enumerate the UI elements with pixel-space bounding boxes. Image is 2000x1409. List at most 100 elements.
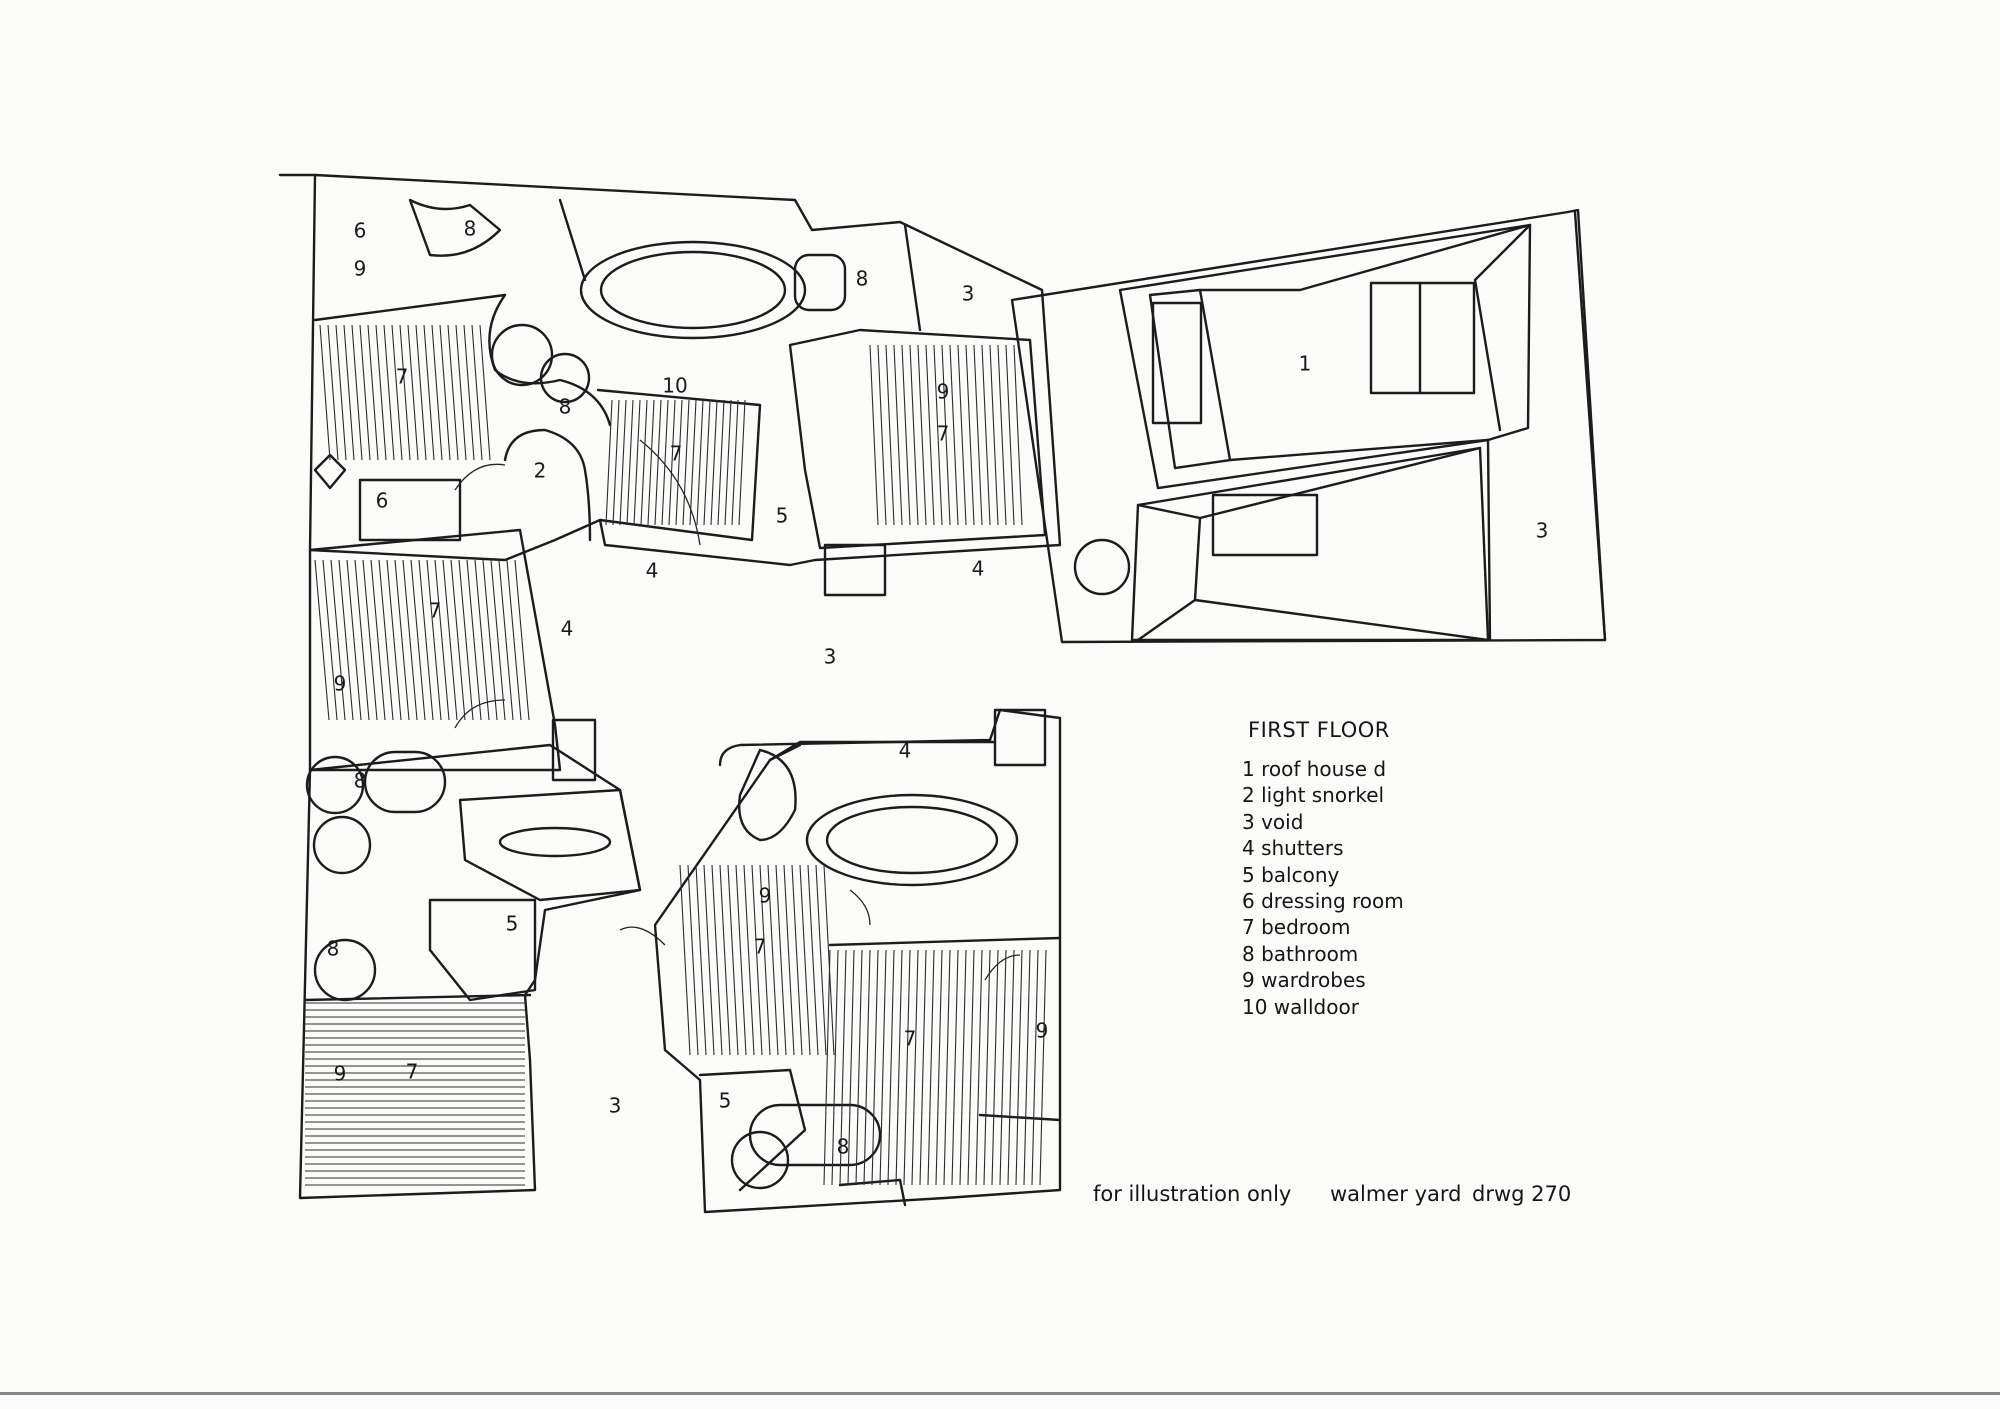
- legend-item: 3 void: [1242, 809, 1304, 834]
- floorboard-line: [359, 324, 371, 461]
- floorboard-line: [975, 949, 983, 1186]
- floorboard-line: [710, 399, 718, 526]
- floorboard-line: [871, 949, 879, 1186]
- room-label: 6: [376, 489, 389, 513]
- floorboard-line: [682, 399, 690, 526]
- floorboard-line: [490, 559, 506, 721]
- floorboard-line: [474, 559, 490, 721]
- floorboard-line: [869, 344, 879, 526]
- floorboard-line: [1007, 949, 1015, 1186]
- floorboard-line: [751, 864, 763, 1056]
- floorboard-line: [1013, 344, 1023, 526]
- floorboard-line: [619, 399, 627, 526]
- floorboard-line: [879, 949, 887, 1186]
- floorboard-line: [633, 399, 641, 526]
- room-label: 8: [327, 937, 340, 961]
- block-top-left: [278, 173, 1062, 597]
- floorboard-line: [450, 559, 466, 721]
- floorboard-line: [927, 949, 935, 1186]
- floorboard-line: [640, 399, 648, 526]
- floorboard-line: [967, 949, 975, 1186]
- floorboard-line: [957, 344, 967, 526]
- legend-item: 1 roof house d: [1242, 757, 1387, 781]
- room-label: 4: [561, 617, 574, 641]
- room-label: 9: [354, 257, 367, 281]
- floorboard-line: [514, 559, 530, 721]
- block-lower-centre: [653, 708, 1062, 1214]
- floorboard-line: [482, 559, 498, 721]
- floorboard-line: [885, 344, 895, 526]
- floorboard-line: [903, 949, 911, 1186]
- room-labels: 6 9 8 8 3 1 7 10 8 9 7 2 7 6 5 3 4 4 7 4…: [327, 217, 1549, 1159]
- floorboard-line: [703, 864, 715, 1056]
- legend-item: 7 bedroom: [1242, 915, 1351, 940]
- floorboard-line: [951, 949, 959, 1186]
- legend-item: 2 light snorkel: [1242, 783, 1385, 808]
- floor-hatching: [305, 324, 1047, 1186]
- floorboard-line: [696, 399, 704, 526]
- floorboard-line: [901, 344, 911, 526]
- floorboard-line: [999, 949, 1007, 1186]
- floorboard-line: [981, 344, 991, 526]
- floorboard-line: [668, 399, 676, 526]
- floorboard-line: [743, 864, 755, 1056]
- room-label: 9: [937, 380, 950, 404]
- floorboard-line: [917, 344, 927, 526]
- room-label: 5: [776, 504, 789, 528]
- floorboard-line: [727, 864, 739, 1056]
- floorboard-line: [314, 559, 330, 721]
- drawing-title: FIRST FLOOR: [1248, 718, 1390, 742]
- floorboard-line: [391, 324, 403, 461]
- floorboard-line: [375, 324, 387, 461]
- room-label: 8: [464, 217, 477, 241]
- room-label: 9: [334, 1062, 347, 1086]
- room-label: 7: [396, 365, 409, 389]
- floorboard-line: [431, 324, 443, 461]
- room-label: 3: [609, 1094, 622, 1118]
- floorboard-line: [647, 399, 655, 526]
- floorboard-line: [911, 949, 919, 1186]
- floorboard-line: [354, 559, 370, 721]
- legend-item: 5 balcony: [1242, 862, 1340, 887]
- floorboard-line: [823, 864, 835, 1056]
- floorboard-line: [689, 399, 697, 526]
- floorboard-line: [479, 324, 491, 461]
- floorboard-line: [338, 559, 354, 721]
- footer-project: walmer yard: [1330, 1182, 1462, 1206]
- floorboard-line: [455, 324, 467, 461]
- floorboard-line: [783, 864, 795, 1056]
- floorboard-line: [989, 344, 999, 526]
- floorboard-line: [877, 344, 887, 526]
- room-label: 4: [899, 739, 912, 763]
- room-label: 7: [670, 442, 683, 466]
- floorboard-line: [711, 864, 723, 1056]
- floorboard-line: [775, 864, 787, 1056]
- floorboard-line: [791, 864, 803, 1056]
- floorboard-line: [463, 324, 475, 461]
- floorboard-line: [415, 324, 427, 461]
- room-label: 10: [662, 374, 687, 398]
- room-label: 4: [972, 557, 985, 581]
- floorboard-line: [933, 344, 943, 526]
- room-label: 8: [559, 395, 572, 419]
- floorboard-line: [343, 324, 355, 461]
- floorboard-line: [346, 559, 362, 721]
- floorboard-line: [738, 399, 746, 526]
- room-label: 7: [406, 1060, 419, 1084]
- floorboard-line: [351, 324, 363, 461]
- floorboard-line: [394, 559, 410, 721]
- floorboard-line: [426, 559, 442, 721]
- floorboard-line: [807, 864, 819, 1056]
- floorboard-line: [959, 949, 967, 1186]
- floorboard-line: [703, 399, 711, 526]
- room-label: 3: [824, 645, 837, 669]
- room-label: 7: [904, 1027, 917, 1051]
- floorboard-line: [386, 559, 402, 721]
- room-label: 2: [534, 459, 547, 483]
- floorboard-line: [893, 344, 903, 526]
- floorboard-line: [847, 949, 855, 1186]
- floorboard-line: [442, 559, 458, 721]
- floorboard-line: [407, 324, 419, 461]
